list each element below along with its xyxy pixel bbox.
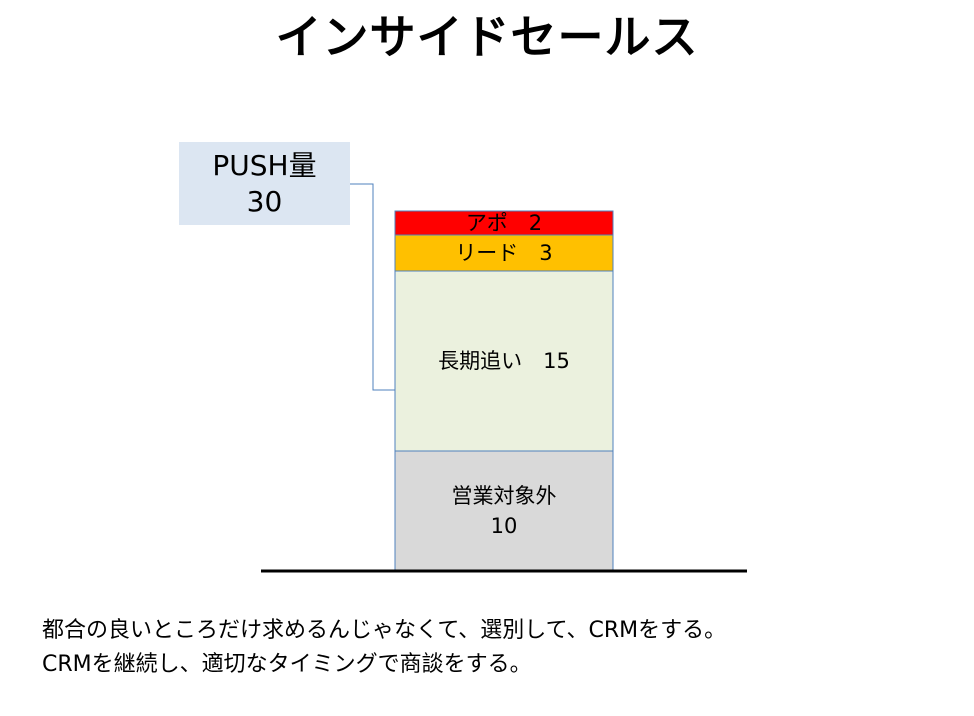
bar-segment-label-1-line-1: 営業対象外 xyxy=(452,484,557,508)
push-connector-line xyxy=(350,183,395,391)
push-volume-value: 30 xyxy=(246,184,283,218)
bar-segment-4 xyxy=(394,210,614,236)
bar-segment-label-3: リード 3 xyxy=(455,241,552,265)
bar-segment-label-2: 長期追い 15 xyxy=(438,349,570,373)
push-volume-box: PUSH量 30 xyxy=(179,142,350,225)
bar-segment-label-1-line-2: 10 xyxy=(491,514,518,538)
bar-segment-1 xyxy=(394,450,614,572)
caption: 都合の良いところだけ求めるんじゃなくて、選別して、CRMをする。 CRMを継続し… xyxy=(42,614,952,682)
caption-line-1: 都合の良いところだけ求めるんじゃなくて、選別して、CRMをする。 xyxy=(42,618,727,643)
caption-line-2: CRMを継続し、適切なタイミングで商談をする。 xyxy=(42,652,532,677)
bar-segment-2 xyxy=(394,270,614,452)
push-volume-label: PUSH量 xyxy=(212,148,317,182)
bar-segment-label-4: アポ 2 xyxy=(466,211,542,235)
slide-title: インサイドセールス xyxy=(275,10,699,64)
